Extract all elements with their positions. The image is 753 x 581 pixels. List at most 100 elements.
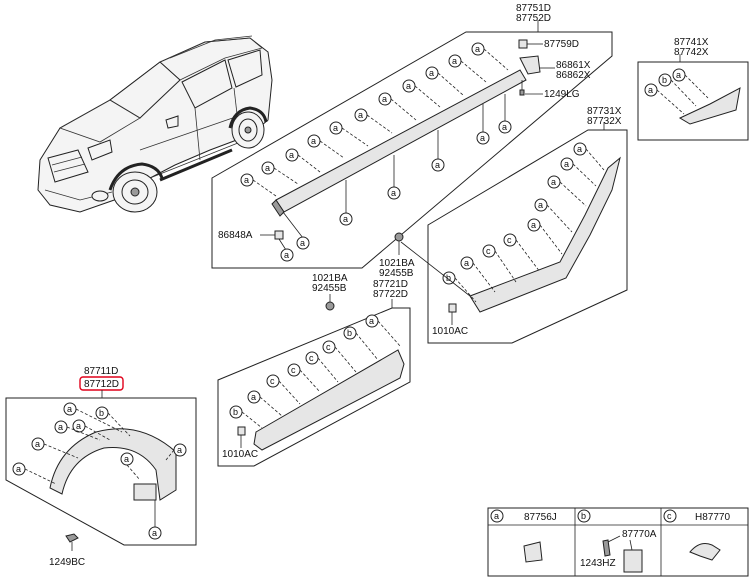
bracket-86861X-icon: [519, 55, 541, 75]
svg-text:b: b: [446, 273, 451, 283]
clip-87759D-icon: [518, 39, 528, 49]
group-87731X-frame: [427, 129, 628, 344]
label-87732X: 87732X: [587, 116, 622, 127]
label-87721D: 87721D: [373, 279, 408, 290]
label-86862X: 86862X: [556, 70, 591, 81]
label-1010AC-a: 1010AC: [432, 326, 468, 337]
label-87711D: 87711D: [84, 366, 118, 377]
svg-text:a: a: [244, 175, 249, 185]
svg-text:a: a: [311, 136, 316, 146]
fender-bracket-icon: [133, 483, 157, 501]
svg-text:a: a: [16, 464, 21, 474]
svg-text:a: a: [577, 144, 582, 154]
legend-c-code: H87770: [695, 512, 730, 523]
svg-text:c: c: [270, 376, 275, 386]
vehicle-illustration: [37, 35, 273, 213]
label-86861X: 86861X: [556, 60, 591, 71]
svg-text:a: a: [464, 258, 469, 268]
svg-text:c: c: [486, 246, 491, 256]
fender-moulding-87711D: [49, 428, 177, 501]
legend-b-code-1: 87770A: [622, 529, 657, 540]
highlight-87712D: [79, 376, 124, 391]
svg-text:a: a: [551, 177, 556, 187]
svg-text:b: b: [662, 75, 667, 85]
svg-text:a: a: [67, 404, 72, 414]
group-87741X: 87741X 87742X a b a: [637, 37, 749, 141]
group-87751D: 87751D 87752D 87759D 86861X 86862X 1249L…: [211, 3, 613, 269]
svg-text:a: a: [452, 56, 457, 66]
label-92455B-b: 92455B: [379, 268, 414, 279]
svg-text:a: a: [358, 110, 363, 120]
svg-text:a: a: [177, 445, 182, 455]
label-1249LG: 1249LG: [544, 89, 580, 100]
svg-text:a: a: [382, 94, 387, 104]
svg-text:c: c: [326, 342, 331, 352]
svg-text:a: a: [265, 163, 270, 173]
svg-text:c: c: [309, 353, 314, 363]
svg-text:a: a: [480, 133, 485, 143]
label-86848A: 86848A: [218, 230, 253, 241]
rear-door-moulding-87731X: [469, 156, 621, 313]
callout-1021BA-b: 1021BA 92455B 87721D 87722D: [373, 232, 415, 300]
svg-text:a: a: [406, 81, 411, 91]
label-1010AC-b: 1010AC: [222, 449, 258, 460]
clip-86848A-icon: [274, 230, 284, 240]
svg-text:a: a: [58, 422, 63, 432]
svg-text:a: a: [35, 439, 40, 449]
legend-pushclip-c-icon: [689, 543, 721, 561]
svg-text:c: c: [291, 365, 296, 375]
group-87751D-frame: [211, 31, 613, 269]
svg-text:a: a: [435, 160, 440, 170]
label-87731X: 87731X: [587, 106, 622, 117]
label-87712D: 87712D: [84, 379, 119, 390]
clip-1010AC-a-icon: [448, 303, 457, 313]
svg-text:a: a: [124, 454, 129, 464]
label-87751D: 87751D: [516, 3, 551, 14]
svg-text:a: a: [333, 123, 338, 133]
nut-1021BA-b-icon: [394, 232, 404, 242]
group-87741X-frame: [637, 61, 749, 141]
svg-text:a: a: [152, 528, 157, 538]
svg-text:a: a: [76, 421, 81, 431]
svg-text:a: a: [538, 200, 543, 210]
svg-text:b: b: [581, 511, 586, 521]
front-door-moulding-87721D: [253, 349, 405, 451]
svg-text:a: a: [494, 511, 499, 521]
svg-text:c: c: [507, 235, 512, 245]
screw-1249BC-icon: [65, 533, 79, 543]
svg-text:a: a: [289, 150, 294, 160]
svg-text:a: a: [300, 238, 305, 248]
legend-clip-a-icon: [523, 541, 543, 563]
svg-text:a: a: [429, 68, 434, 78]
svg-text:a: a: [284, 250, 289, 260]
legend-retainer-b-icon: [623, 549, 643, 573]
clip-1010AC-b-icon: [237, 426, 246, 436]
svg-text:c: c: [667, 511, 672, 521]
svg-text:a: a: [648, 85, 653, 95]
label-1249BC: 1249BC: [49, 557, 85, 568]
svg-text:a: a: [502, 122, 507, 132]
label-1021BA-a: 1021BA: [312, 273, 348, 284]
svg-text:b: b: [233, 407, 238, 417]
screw-1249LG-icon: [519, 89, 525, 96]
svg-text:b: b: [99, 408, 104, 418]
label-87742X: 87742X: [674, 47, 709, 58]
quarter-trim-87741X: [678, 87, 741, 125]
svg-text:a: a: [343, 214, 348, 224]
legend-a-code: 87756J: [524, 512, 557, 523]
group-87711D: 87711D 87712D 1249BC a b a a a a a a a: [5, 366, 197, 568]
svg-text:a: a: [564, 159, 569, 169]
label-87759D: 87759D: [544, 39, 579, 50]
label-87741X: 87741X: [674, 37, 709, 48]
label-87752D: 87752D: [516, 13, 551, 24]
svg-text:b: b: [347, 328, 352, 338]
label-1021BA-b: 1021BA: [379, 258, 415, 269]
svg-text:a: a: [251, 392, 256, 402]
label-87722D: 87722D: [373, 289, 408, 300]
svg-text:a: a: [369, 316, 374, 326]
svg-text:a: a: [475, 44, 480, 54]
group-87721D: 1021BA 92455B 1010AC a b c c c c a b: [217, 273, 411, 467]
svg-text:a: a: [676, 70, 681, 80]
legend-b-code-2: 1243HZ: [580, 558, 616, 569]
